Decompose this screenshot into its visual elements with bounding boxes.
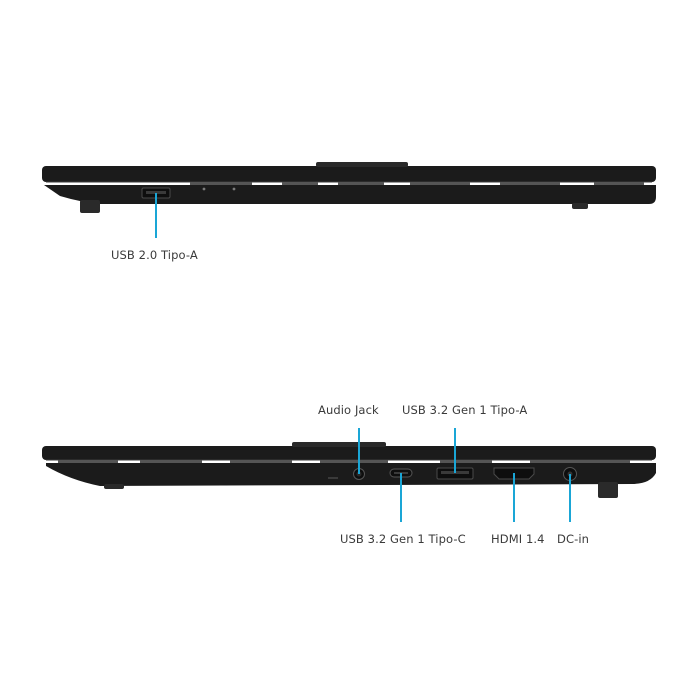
hdmi-label: HDMI 1.4 bbox=[491, 532, 545, 546]
usb-a-label: USB 3.2 Gen 1 Tipo-A bbox=[402, 403, 528, 417]
status-led bbox=[232, 187, 236, 191]
dc-in-label: DC-in bbox=[557, 532, 590, 546]
usb-c-label: USB 3.2 Gen 1 Tipo-C bbox=[340, 532, 466, 546]
lid-bump bbox=[292, 442, 386, 447]
laptop-lid bbox=[42, 446, 656, 460]
front-foot bbox=[104, 484, 124, 489]
hinge-foot bbox=[598, 482, 618, 498]
hinge-foot bbox=[80, 200, 100, 213]
rear-foot bbox=[572, 203, 588, 209]
laptop-lid bbox=[42, 166, 656, 182]
usb20-label: USB 2.0 Tipo-A bbox=[111, 248, 198, 262]
lid-bump bbox=[316, 162, 408, 167]
laptop-base bbox=[44, 185, 656, 204]
audio-jack-label: Audio Jack bbox=[318, 403, 379, 417]
status-led bbox=[202, 187, 206, 191]
